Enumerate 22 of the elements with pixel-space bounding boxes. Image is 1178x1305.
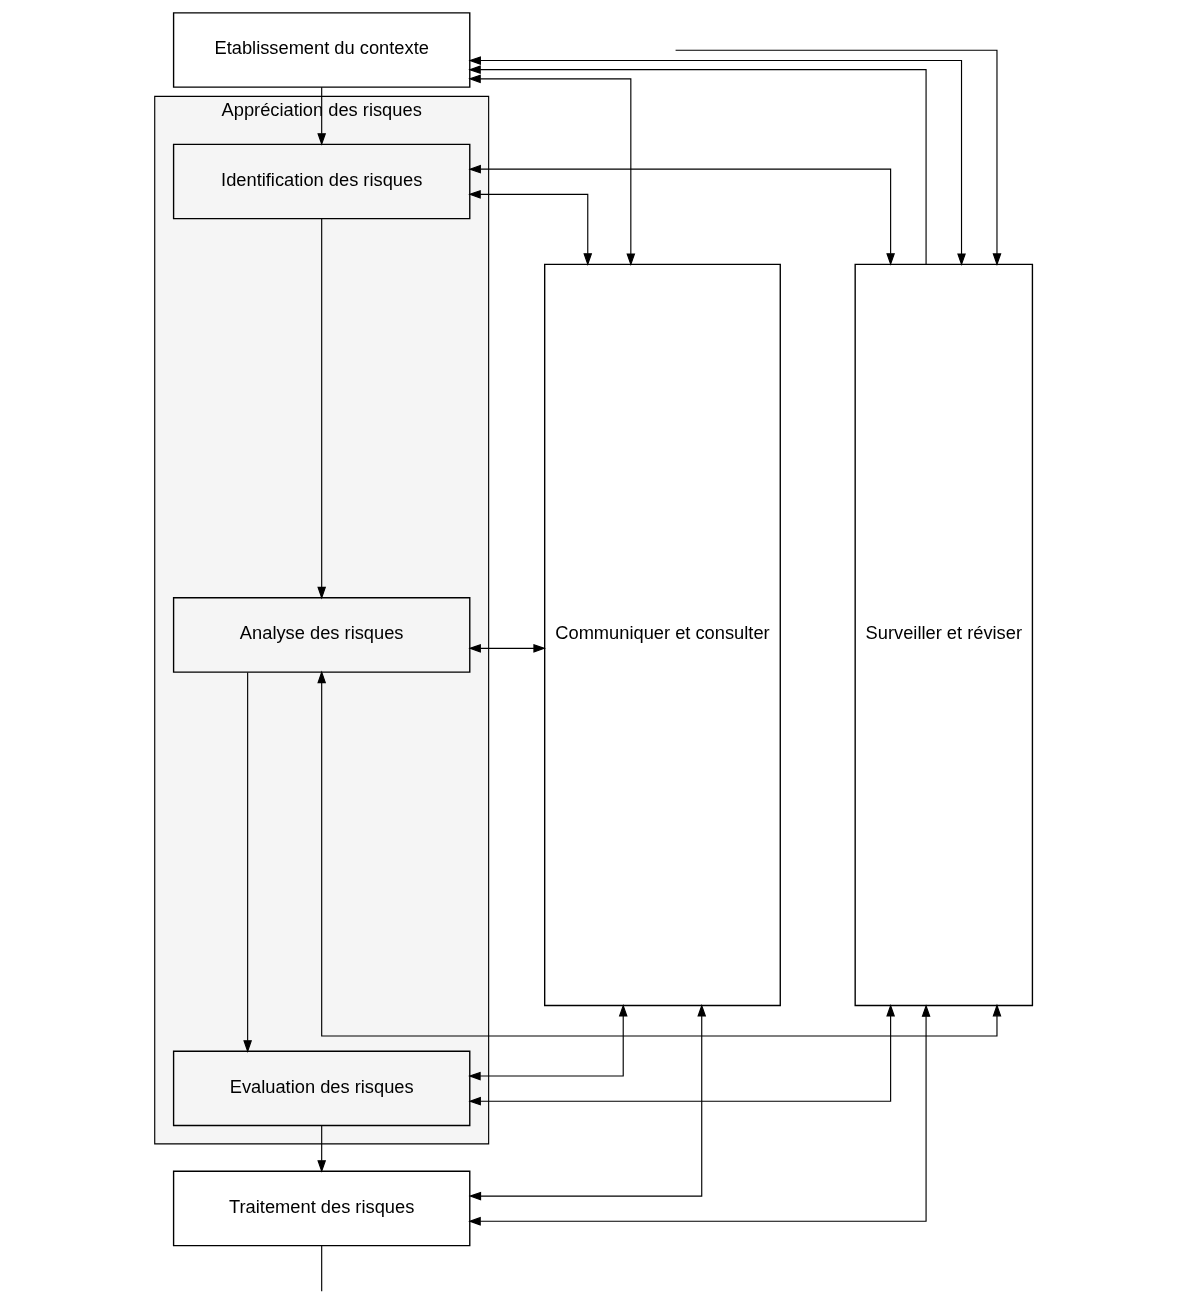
arrow xyxy=(468,1004,896,1106)
arrow xyxy=(243,671,253,1053)
node-box: Etablissement du contexte xyxy=(172,12,471,88)
arrow xyxy=(468,1003,628,1081)
node-box: Analyse des risques xyxy=(172,597,471,673)
arrow xyxy=(468,1004,707,1201)
arrow xyxy=(468,643,546,653)
arrow xyxy=(468,164,896,266)
arrow xyxy=(317,1125,327,1173)
node-box: Traitement des risques xyxy=(172,1170,471,1247)
arrow xyxy=(675,49,1002,266)
arrow xyxy=(317,218,327,600)
arrow xyxy=(468,74,636,267)
arrow xyxy=(317,670,1002,1037)
arrow xyxy=(468,1004,931,1226)
node-box: Identification des risques xyxy=(172,143,471,220)
node-box: Surveiller et réviser xyxy=(854,263,1034,1007)
node-box: Evaluation des risques xyxy=(172,1050,471,1127)
arrow xyxy=(468,189,593,266)
connector xyxy=(321,1245,323,1292)
node-box: Communiquer et consulter xyxy=(544,263,781,1007)
arrow xyxy=(317,86,327,146)
